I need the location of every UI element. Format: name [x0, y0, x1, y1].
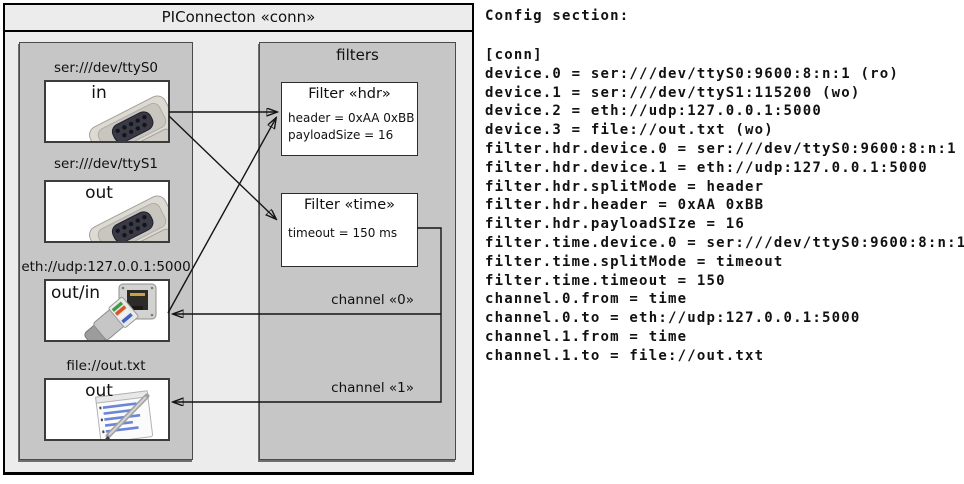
filters-group-label: filters	[336, 46, 379, 64]
device-box-ttys1: out	[44, 180, 170, 243]
channel-1-label: channel «1»	[331, 380, 414, 396]
config-text: [conn] device.0 = ser:///dev/ttyS0:9600:…	[485, 47, 964, 364]
filter-property: timeout = 150 ms	[288, 226, 398, 240]
filter-title: Filter «hdr»	[308, 86, 391, 102]
device-box-file: out	[44, 378, 170, 441]
device-label-ttys0: ser:///dev/ttyS0	[54, 60, 158, 76]
serial-connector-icon	[89, 195, 168, 241]
serial-connector-icon	[89, 95, 168, 141]
filter-box-time: Filter «time» timeout = 150 ms	[281, 193, 418, 267]
rj45-plug-icon	[79, 296, 139, 340]
device-box-ttys0: in	[44, 80, 170, 143]
config-heading: Config section:	[485, 8, 630, 24]
device-direction: out	[85, 381, 113, 401]
device-label-file: file://out.txt	[66, 358, 146, 374]
filters-group: filters Filter «hdr» header = 0xAA 0xBB …	[259, 42, 456, 460]
diagram-title: PIConnecton «conn»	[5, 5, 472, 32]
device-label-ttys1: ser:///dev/ttyS1	[54, 156, 158, 172]
device-label-eth: eth://udp:127.0.0.1:5000	[21, 259, 191, 275]
config-section: Config section: [conn] device.0 = ser://…	[485, 8, 964, 364]
channel-0-label: channel «0»	[331, 292, 414, 308]
filter-property: payloadSize = 16	[288, 128, 394, 142]
device-direction: out/in	[51, 283, 101, 303]
device-box-eth: out/in	[44, 279, 170, 342]
notepad-icon	[95, 390, 154, 439]
devices-group: ser:///dev/ttyS0	[19, 42, 193, 460]
device-direction: out	[85, 183, 113, 203]
piconnecton-box: PIConnecton «conn» ser:///dev/ttyS0	[3, 3, 474, 475]
filter-title: Filter «time»	[303, 197, 396, 213]
filter-property: header = 0xAA 0xBB	[288, 111, 415, 125]
device-direction: in	[91, 83, 107, 103]
filter-box-hdr: Filter «hdr» header = 0xAA 0xBB payloadS…	[281, 82, 418, 156]
ethernet-port-icon	[79, 283, 157, 340]
